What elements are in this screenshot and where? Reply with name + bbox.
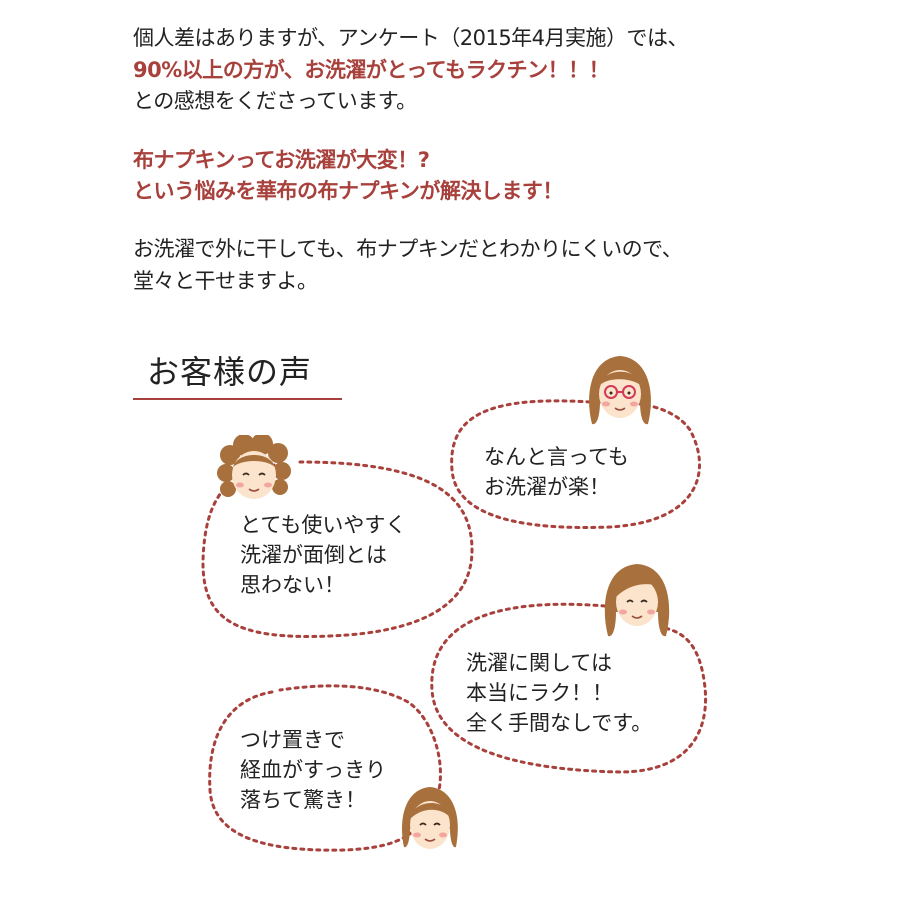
testimonial-2-line: 洗濯が面倒とは	[240, 543, 387, 567]
testimonial-1-line: なんと言っても	[484, 445, 629, 469]
testimonial-4-line: 経血がすっきり	[240, 758, 387, 782]
testimonial-2-line: とても使いやすく	[240, 513, 407, 537]
testimonial-4-line: つけ置きで	[240, 728, 345, 752]
testimonial-4-line: 落ちて驚き！	[240, 788, 366, 812]
face-glasses-icon	[589, 356, 651, 425]
face-curly-icon	[217, 435, 291, 499]
intro-line-3: との感想をくださっています。	[133, 89, 417, 113]
testimonial-3: 洗濯に関しては 本当にラク！！ 全く手間なしです。	[466, 648, 652, 738]
intro-line-2-highlight: 90%以上の方が、お洗濯がとってもラクチン！！！	[133, 58, 610, 82]
testimonial-3-line: 本当にラク！！	[466, 681, 613, 705]
testimonial-1: なんと言っても お洗濯が楽！	[484, 442, 629, 502]
intro-line-1: 個人差はありますが、アンケート（2015年4月実施）では、	[133, 26, 689, 50]
intro-line-6: お洗濯で外に干しても、布ナプキンだとわかりにくいので、	[133, 237, 683, 261]
testimonial-4: つけ置きで 経血がすっきり 落ちて驚き！	[240, 725, 386, 815]
speech-bubble-4	[208, 684, 442, 852]
section-title: お客様の声	[147, 353, 313, 391]
intro-line-7: 堂々と干せますよ。	[133, 269, 318, 293]
testimonial-3-line: 洗濯に関しては	[466, 651, 612, 675]
face-short-hair-icon	[402, 787, 458, 849]
testimonial-1-line: お洗濯が楽！	[484, 475, 610, 499]
speech-bubble-2	[201, 460, 474, 638]
testimonial-2: とても使いやすく 洗濯が面倒とは 思わない！	[240, 510, 406, 600]
face-long-hair-icon	[604, 564, 670, 637]
intro-line-4-highlight: 布ナプキンってお洗濯が大変！?	[133, 148, 430, 172]
intro-line-5-highlight: という悩みを華布の布ナプキンが解決します！	[133, 179, 563, 203]
section-title-underline	[133, 398, 342, 400]
testimonial-2-line: 思わない！	[240, 573, 345, 597]
speech-bubble-1	[450, 399, 702, 529]
speech-bubble-3	[430, 602, 707, 774]
testimonial-3-line: 全く手間なしです。	[466, 711, 653, 735]
